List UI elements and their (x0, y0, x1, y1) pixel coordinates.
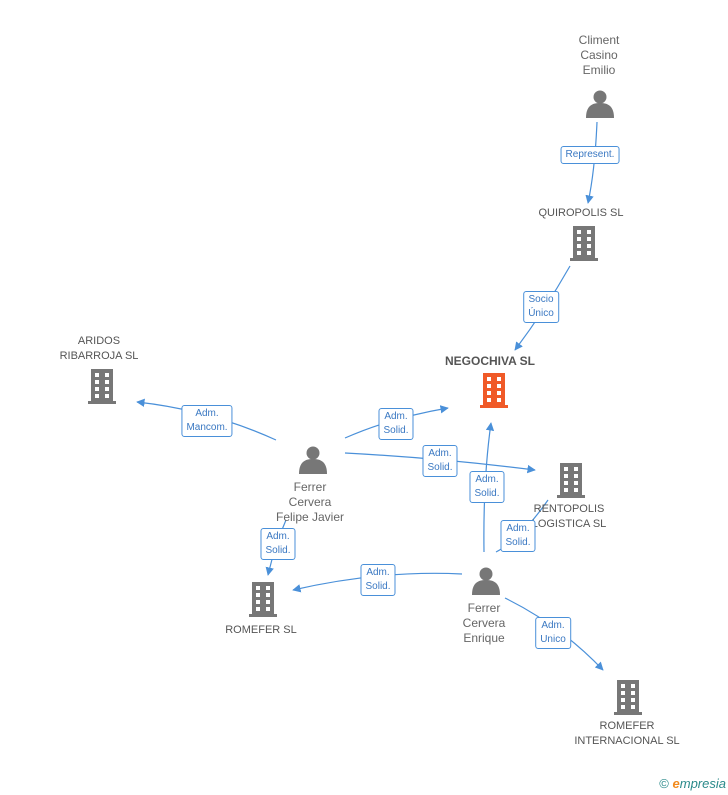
building-icon-rentopolis[interactable] (557, 463, 585, 498)
building-icon-negochiva[interactable] (480, 373, 508, 408)
person-icon-enrique[interactable] (472, 567, 500, 596)
edge-label-adm-solid-felipe-romefer[interactable]: Adm. Solid. (260, 528, 296, 560)
edge-label-adm-solid-enrique-rentopolis[interactable]: Adm. Solid. (500, 520, 536, 552)
brand-footer[interactable]: © empresia (659, 776, 726, 791)
edge-climent-quiropolis (585, 121, 598, 204)
copyright-symbol: © (659, 776, 669, 791)
person-icon-felipe[interactable] (299, 446, 327, 475)
edge-label-adm-solid-enrique-negochiva[interactable]: Adm. Solid. (469, 471, 505, 503)
node-label-enrique: Ferrer Cervera Enrique (462, 601, 506, 645)
node-label-rentopolis: RENTOPOLIS LOGISTICA SL (531, 503, 607, 530)
building-icon-romefer-int[interactable] (614, 680, 642, 715)
node-label-quiropolis: QUIROPOLIS SL (538, 207, 624, 219)
building-icon-aridos[interactable] (88, 369, 116, 404)
edge-label-socio-unico[interactable]: Socio Único (523, 291, 559, 323)
node-label-romefer: ROMEFER SL (225, 624, 297, 636)
node-label-negochiva: NEGOCHIVA SL (444, 354, 535, 368)
brand-initial: e (672, 776, 680, 791)
node-label-climent: Climent Casino Emilio (578, 33, 620, 77)
edge-label-adm-unico[interactable]: Adm. Unico (535, 617, 571, 649)
brand-name: mpresia (679, 776, 726, 791)
edge-label-adm-solid-felipe-rentopolis[interactable]: Adm. Solid. (422, 445, 458, 477)
edge-label-adm-solid-felipe-negochiva[interactable]: Adm. Solid. (378, 408, 414, 440)
person-icon-climent[interactable] (586, 90, 614, 119)
edge-label-adm-mancom[interactable]: Adm. Mancom. (181, 405, 233, 437)
node-label-felipe: Ferrer Cervera Felipe Javier (275, 480, 345, 524)
building-icon-quiropolis[interactable] (570, 226, 598, 261)
edge-label-represent[interactable]: Represent. (560, 146, 620, 164)
building-icon-romefer[interactable] (249, 582, 277, 617)
node-label-romefer-int: ROMEFER INTERNACIONAL SL (574, 720, 680, 747)
edge-label-adm-solid-enrique-romefer[interactable]: Adm. Solid. (360, 564, 396, 596)
node-label-aridos: ARIDOS RIBARROJA SL (59, 335, 139, 362)
